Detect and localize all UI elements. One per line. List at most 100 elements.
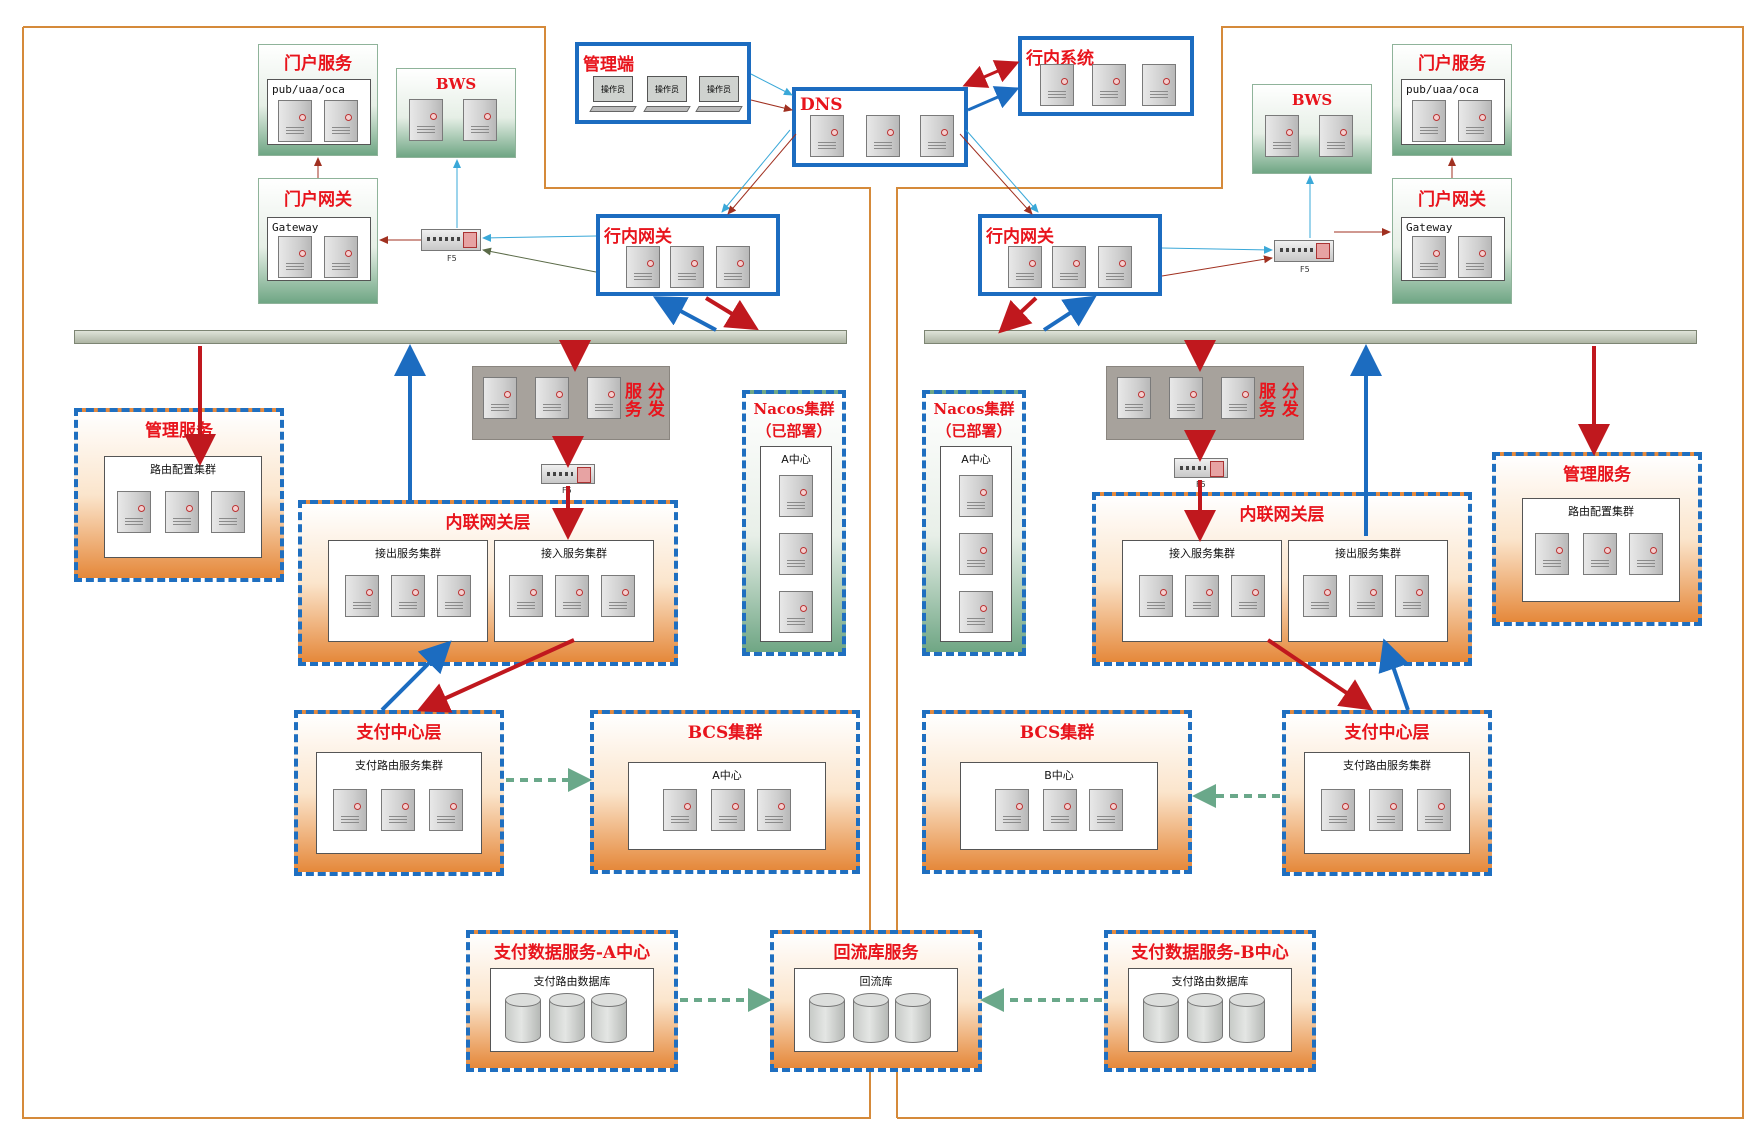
server-icon [463, 99, 497, 141]
arrow-dns-rightgw-red [959, 133, 1033, 215]
server-icon [716, 246, 750, 288]
server-icon [1319, 115, 1353, 157]
server-icon [483, 377, 517, 419]
right-f5-icon [1274, 240, 1334, 262]
nacos-title: Nacos集群 [753, 400, 835, 418]
nacos-center-label: A中心 [781, 453, 811, 466]
server-icon [1265, 115, 1299, 157]
server-icon [757, 789, 791, 831]
bcs-title: BCS集群 [1019, 723, 1095, 743]
server-icon [779, 533, 813, 575]
left-bank-gateway: 行内网关 [596, 214, 780, 296]
f5-label: F5 [1300, 265, 1310, 274]
portal-service-title: 门户服务 [1418, 54, 1486, 74]
server-icon [1535, 533, 1569, 575]
server-icon [663, 789, 697, 831]
database-icon [1229, 993, 1265, 1043]
left-inner-gateway-layer: 内联网关层 接出服务集群 接入服务集群 [298, 500, 678, 666]
right-network-bus [924, 330, 1697, 344]
arrow-bus-leftgw [652, 296, 717, 332]
nacos-cluster: A中心 [940, 446, 1012, 642]
dispatch-title: 服 分务 发 [625, 382, 665, 420]
server-icon [429, 789, 463, 831]
bcs-center-label: A中心 [712, 769, 742, 782]
bcs-title: BCS集群 [687, 723, 763, 743]
server-icon [1169, 377, 1203, 419]
server-icon [211, 491, 245, 533]
arrow-leftgw-bus [704, 296, 759, 331]
left-f5-icon [421, 229, 481, 251]
right-bcs-cluster: BCS集群 B中心 [922, 710, 1192, 874]
arrow-dns-banksys-blue [967, 86, 1020, 112]
inbound-cluster: 接入服务集群 [494, 540, 654, 642]
server-icon [324, 100, 358, 142]
server-icon [1412, 236, 1446, 278]
server-icon [391, 575, 425, 617]
outbound-cluster: 接出服务集群 [1288, 540, 1448, 642]
server-icon [779, 591, 813, 633]
server-icon [959, 533, 993, 575]
left-portal-gateway: 门户网关 Gateway [258, 178, 378, 304]
arrow-dns-banksys [962, 60, 1020, 88]
server-icon [1395, 575, 1429, 617]
left-mgmt-service: 管理服务 路由配置集群 [74, 408, 284, 582]
mgmt-title: 管理服务 [1563, 465, 1631, 485]
left-dispatch-service: 服 分务 发 [472, 366, 670, 440]
server-icon [1139, 575, 1173, 617]
right-nacos: Nacos集群 （已部署） A中心 [922, 390, 1026, 656]
outbound-label: 接出服务集群 [1335, 547, 1401, 560]
inbound-label: 接入服务集群 [1169, 547, 1235, 560]
server-icon [670, 246, 704, 288]
route-config-label: 路由配置集群 [150, 463, 216, 476]
arrow-admin-dns-red [750, 99, 793, 112]
left-portal-service: 门户服务 pub/uaa/oca [258, 44, 378, 156]
portal-service-title: 门户服务 [284, 54, 352, 74]
backflow-title: 回流库服务 [833, 943, 919, 963]
arrow-pay-outbound-right [1378, 638, 1410, 711]
database-icon [853, 993, 889, 1043]
operator-pc-icon: 操作员 [643, 76, 691, 116]
arrow-dns-leftgw-blue [721, 129, 791, 213]
database-icon [549, 993, 585, 1043]
portal-gateway-cluster: Gateway [1401, 217, 1505, 281]
server-icon [409, 99, 443, 141]
arrow-pay-outbound [380, 640, 452, 712]
server-icon [866, 115, 900, 157]
bcs-center-label: B中心 [1044, 769, 1074, 782]
right-portal-service: 门户服务 pub/uaa/oca [1392, 44, 1512, 156]
backflow-db: 回流库 [794, 968, 958, 1052]
arrow-inbound-pay-right [1266, 638, 1373, 711]
portal-path-label: pub/uaa/oca [272, 83, 345, 96]
dns-box: DNS [792, 87, 968, 167]
right-zone-border [896, 26, 1744, 1119]
server-icon [1369, 789, 1403, 831]
right-bank-gateway: 行内网关 [978, 214, 1162, 296]
pay-data-service-b: 支付数据服务-B中心 支付路由数据库 [1104, 930, 1316, 1072]
bank-gateway-title: 行内网关 [986, 227, 1054, 247]
server-icon [165, 491, 199, 533]
dns-title: DNS [800, 95, 843, 115]
dispatch-title: 服 分务 发 [1259, 382, 1299, 420]
server-icon [1221, 377, 1255, 419]
nacos-cluster: A中心 [760, 446, 832, 642]
server-icon [959, 475, 993, 517]
data-b-db: 支付路由数据库 [1128, 968, 1292, 1052]
left-zone-border [22, 26, 871, 1119]
server-icon [1303, 575, 1337, 617]
bank-system-box: 行内系统 [1018, 36, 1194, 116]
portal-service-cluster: pub/uaa/oca [267, 79, 371, 145]
database-icon [809, 993, 845, 1043]
server-icon [959, 591, 993, 633]
server-icon [1008, 246, 1042, 288]
server-icon [810, 115, 844, 157]
server-icon [1142, 64, 1176, 106]
arrow-bankgw-f5-green [482, 247, 597, 273]
server-icon [1092, 64, 1126, 106]
inner-gateway-title: 内联网关层 [445, 513, 531, 533]
server-icon [626, 246, 660, 288]
portal-service-cluster: pub/uaa/oca [1401, 79, 1505, 145]
server-icon [1458, 100, 1492, 142]
